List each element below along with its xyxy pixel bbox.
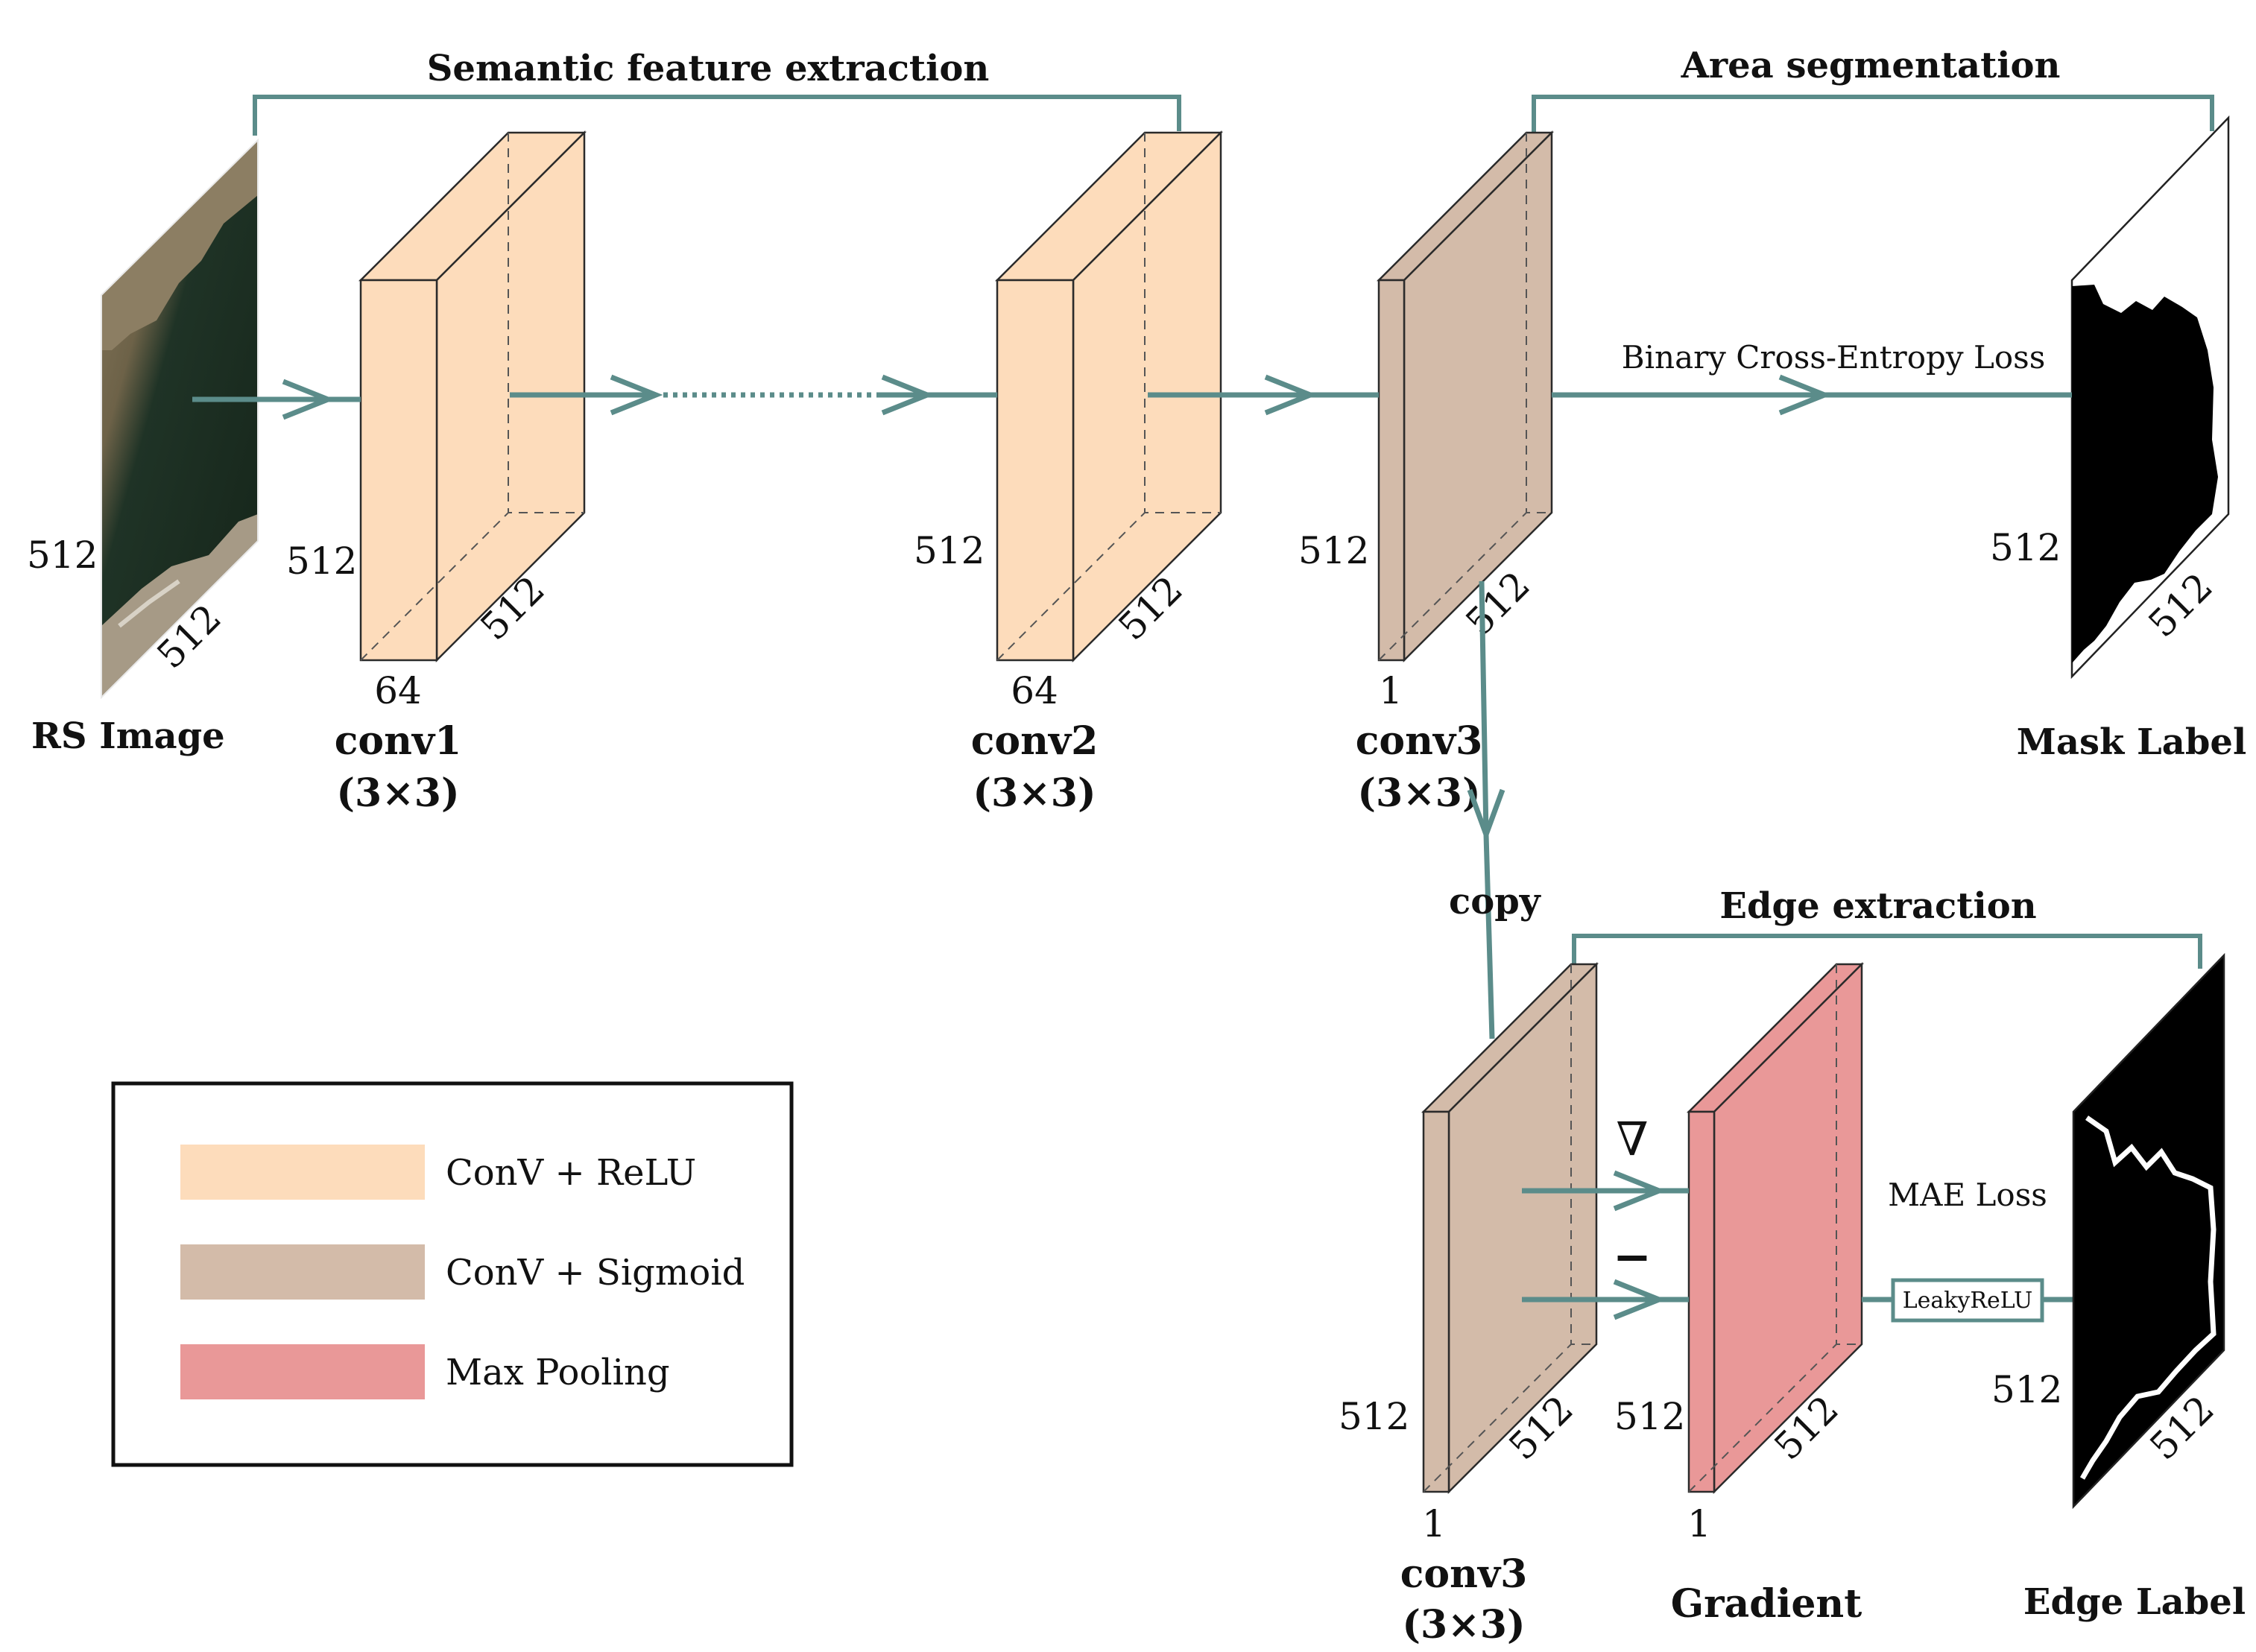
bracket-edge bbox=[1572, 934, 2202, 970]
flow-rs-to-conv1 bbox=[192, 379, 361, 420]
conv3-copy-channels: 1 bbox=[1422, 1502, 1446, 1545]
leaky-relu-label: LeakyReLU bbox=[1903, 1288, 2033, 1314]
rs-image bbox=[101, 138, 259, 700]
mask-label-caption: Mask Label bbox=[2017, 721, 2246, 763]
nabla-symbol: ∇ bbox=[1616, 1112, 1648, 1166]
gradient-block bbox=[1686, 961, 1865, 1495]
flow-conv1-to-conv2 bbox=[510, 374, 997, 416]
conv3-copy-name: conv3 bbox=[1400, 1551, 1528, 1597]
conv2-block bbox=[994, 130, 1224, 663]
flow-conv3-to-mask bbox=[1552, 374, 2072, 416]
conv3-copy-kernel: (3×3) bbox=[1402, 1602, 1525, 1648]
rs-image-label: RS Image bbox=[31, 715, 225, 757]
mask-label-image bbox=[2070, 115, 2230, 680]
legend-label-sigmoid: ConV + Sigmoid bbox=[446, 1252, 745, 1294]
conv3-channels: 1 bbox=[1379, 669, 1403, 712]
legend-swatch-pooling bbox=[180, 1344, 425, 1399]
flow-copy bbox=[1467, 580, 1505, 1039]
legend-swatch-sigmoid bbox=[180, 1244, 425, 1300]
gradient-name: Gradient bbox=[1671, 1581, 1862, 1627]
bce-loss-label: Binary Cross-Entropy Loss bbox=[1622, 339, 2046, 376]
section-title-edge: Edge extraction bbox=[1719, 885, 2036, 927]
mask-label-height: 512 bbox=[1990, 526, 2061, 569]
legend-label-pooling: Max Pooling bbox=[446, 1352, 670, 1393]
conv1-height: 512 bbox=[286, 539, 357, 583]
conv2-height: 512 bbox=[914, 529, 985, 572]
conv1-channels: 64 bbox=[374, 669, 422, 712]
flow-nabla bbox=[1522, 1170, 1689, 1212]
conv2-channels: 64 bbox=[1011, 669, 1058, 712]
bracket-semantic bbox=[253, 95, 1181, 136]
bracket-area bbox=[1532, 95, 2214, 134]
gradient-channels: 1 bbox=[1687, 1502, 1711, 1545]
conv3-copy-height: 512 bbox=[1339, 1395, 1409, 1438]
legend: ConV + ReLU ConV + Sigmoid Max Pooling bbox=[111, 1081, 794, 1467]
rs-image-height: 512 bbox=[27, 534, 98, 577]
section-title-semantic: Semantic feature extraction bbox=[427, 48, 990, 89]
edge-label-caption: Edge Label bbox=[2023, 1581, 2246, 1623]
conv1-name: conv1 bbox=[335, 718, 462, 764]
copy-label: copy bbox=[1449, 881, 1542, 922]
section-title-area: Area segmentation bbox=[1681, 45, 2061, 86]
conv1-kernel: (3×3) bbox=[336, 770, 459, 816]
leaky-relu-box: LeakyReLU bbox=[1891, 1278, 2044, 1323]
legend-swatch-relu bbox=[180, 1145, 425, 1200]
conv2-kernel: (3×3) bbox=[973, 770, 1096, 816]
mae-loss-label: MAE Loss bbox=[1888, 1177, 2047, 1213]
conv3-block bbox=[1376, 130, 1555, 663]
conv3-name: conv3 bbox=[1356, 718, 1483, 764]
conv2-name: conv2 bbox=[971, 718, 1099, 764]
legend-label-relu: ConV + ReLU bbox=[446, 1152, 696, 1194]
edge-label-image bbox=[2072, 952, 2225, 1510]
gradient-height: 512 bbox=[1614, 1395, 1685, 1438]
edge-label-height: 512 bbox=[1991, 1368, 2062, 1411]
flow-conv2-to-conv3 bbox=[1148, 374, 1379, 416]
flow-minus bbox=[1522, 1279, 1689, 1320]
conv3-copy-block bbox=[1421, 961, 1599, 1495]
conv3-height: 512 bbox=[1298, 529, 1369, 572]
conv3-kernel: (3×3) bbox=[1357, 770, 1480, 816]
minus-symbol: − bbox=[1613, 1229, 1652, 1284]
